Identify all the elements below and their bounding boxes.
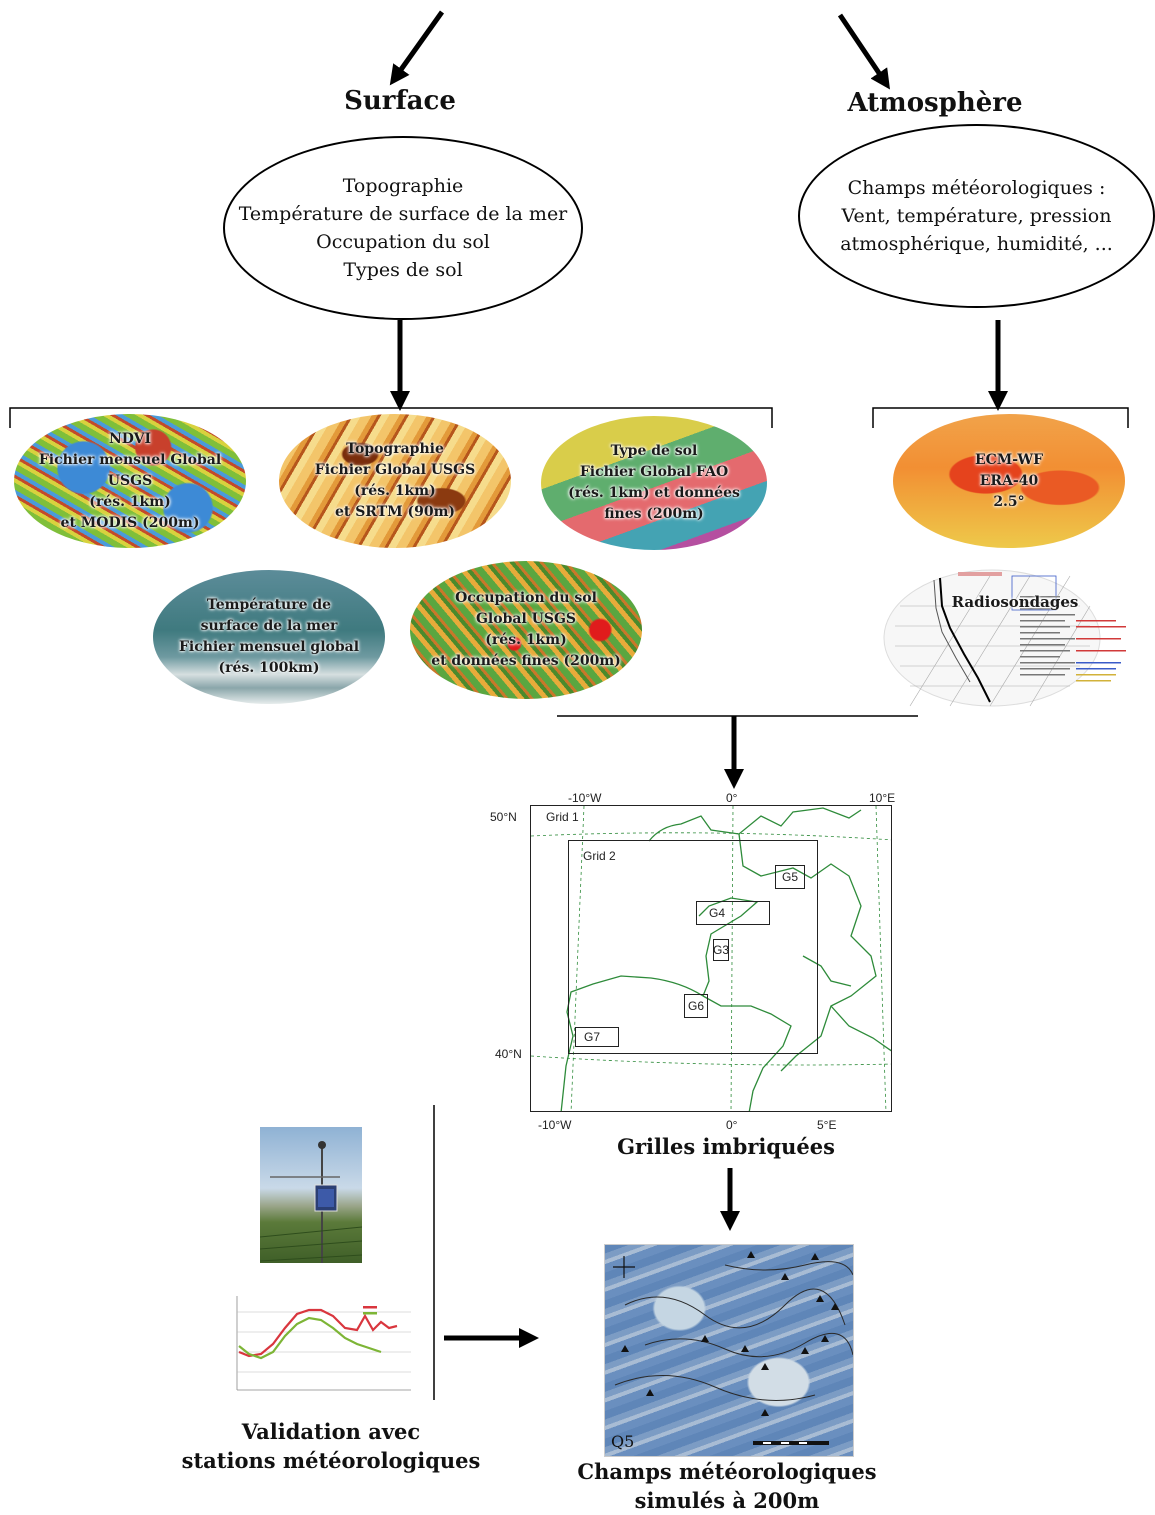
ndvi-line: NDVI bbox=[108, 430, 152, 447]
landuse-line: Global USGS bbox=[475, 611, 577, 627]
panel-label: Q5 bbox=[611, 1432, 635, 1451]
grid-g5-label: G5 bbox=[781, 870, 798, 884]
surface-item: Occupation du sol bbox=[316, 231, 490, 253]
surface-inputs: Topographie Température de surface de la… bbox=[223, 136, 583, 320]
output-caption: Champs météorologiques simulés à 200m bbox=[566, 1457, 888, 1515]
ecmwf-line: 2.5° bbox=[993, 493, 1025, 510]
topo-dataset: Topographie Fichier Global USGS (rés. 1k… bbox=[279, 414, 511, 548]
map-coastlines bbox=[531, 806, 891, 1111]
validation-chart-svg bbox=[236, 1296, 411, 1391]
ndvi-line: et MODIS (200m) bbox=[60, 514, 200, 531]
atmosphere-inputs: Champs météorologiques : Vent, températu… bbox=[798, 124, 1155, 308]
ndvi-line: Fichier mensuel Global bbox=[38, 451, 222, 468]
grid-2-label: Grid 2 bbox=[583, 849, 616, 863]
ndvi-line: (rés. 1km) bbox=[89, 493, 171, 510]
map-caption: Grilles imbriquées bbox=[617, 1134, 835, 1159]
map-top-tick: -10°W bbox=[568, 791, 602, 805]
topo-line: et SRTM (90m) bbox=[334, 504, 456, 520]
grid-g3-label: G3 bbox=[713, 943, 730, 957]
sst-line: (rés. 100km) bbox=[218, 660, 320, 676]
sst-line: Température de bbox=[206, 597, 332, 613]
atmosphere-item: atmosphérique, humidité, ... bbox=[840, 233, 1113, 255]
grid-1-label: Grid 1 bbox=[546, 810, 579, 824]
validation-caption-line: Validation avec bbox=[241, 1419, 421, 1444]
map-bottom-tick: 0° bbox=[726, 1118, 738, 1132]
sst-line: Fichier mensuel global bbox=[178, 639, 360, 655]
sst-dataset: Température de surface de la mer Fichier… bbox=[153, 570, 385, 704]
soil-line: fines (200m) bbox=[604, 506, 704, 522]
grid-g6-label: G6 bbox=[687, 999, 704, 1013]
map-bottom-tick: -10°W bbox=[538, 1118, 572, 1132]
atmosphere-title: Atmosphère bbox=[847, 88, 1023, 118]
map-top-tick: 0° bbox=[726, 791, 738, 805]
atmos-bracket bbox=[872, 407, 1129, 428]
map-bottom-tick: 5°E bbox=[817, 1118, 837, 1132]
atmosphere-item: Vent, température, pression bbox=[841, 205, 1112, 227]
arrow-to-atmosphere bbox=[837, 13, 891, 90]
simulated-field-map: Q5 bbox=[604, 1244, 854, 1457]
contour-lines bbox=[613, 1251, 853, 1445]
surface-item: Types de sol bbox=[343, 259, 463, 281]
soil-dataset: Type de sol Fichier Global FAO (rés. 1km… bbox=[541, 416, 767, 550]
grid-g7-label: G7 bbox=[584, 1030, 601, 1044]
station-mast bbox=[260, 1141, 362, 1263]
map-left-tick: 40°N bbox=[495, 1047, 522, 1061]
landuse-line: (rés. 1km) bbox=[485, 632, 567, 648]
grid-g7-box[interactable]: G7 bbox=[575, 1027, 619, 1047]
ecmwf-line: ECM-WF bbox=[974, 451, 1044, 468]
ndvi-dataset: NDVI Fichier mensuel Global USGS (rés. 1… bbox=[14, 414, 246, 548]
landuse-line: Occupation du sol bbox=[455, 590, 597, 606]
radiosonde-label: Radiosondages bbox=[951, 593, 1079, 611]
ecmwf-line: ERA-40 bbox=[979, 472, 1039, 489]
atmosphere-item: Champs météorologiques : bbox=[847, 177, 1106, 199]
weather-station-photo bbox=[260, 1127, 362, 1263]
topo-line: Fichier Global USGS bbox=[314, 462, 476, 478]
topo-line: Topographie bbox=[346, 441, 444, 457]
soil-line: Type de sol bbox=[610, 443, 698, 459]
grid-g3-box[interactable]: G3 bbox=[713, 939, 729, 961]
sst-line: surface de la mer bbox=[200, 618, 338, 634]
soil-line: (rés. 1km) et données bbox=[568, 485, 740, 501]
grid-g5-box[interactable]: G5 bbox=[775, 865, 805, 889]
radiosonde-panel: Radiosondages bbox=[880, 566, 1146, 712]
surface-item: Topographie bbox=[342, 175, 464, 197]
ndvi-line: USGS bbox=[107, 472, 153, 489]
grid-2-box: Grid 2 bbox=[568, 840, 818, 1054]
skew-t-diagram bbox=[883, 569, 1126, 707]
grid-g4-box[interactable]: G4 bbox=[696, 901, 770, 925]
validation-caption: Validation avec stations météorologiques bbox=[176, 1417, 486, 1475]
output-caption-line: simulés à 200m bbox=[634, 1488, 820, 1513]
grid-g4-label: G4 bbox=[709, 906, 726, 920]
validation-caption-line: stations météorologiques bbox=[181, 1448, 481, 1473]
output-caption-line: Champs météorologiques bbox=[577, 1459, 877, 1484]
map-top-tick: 10°E bbox=[869, 791, 896, 805]
validation-chart bbox=[225, 1292, 415, 1400]
topo-line: (rés. 1km) bbox=[354, 483, 436, 499]
surface-title: Surface bbox=[344, 86, 456, 116]
ecmwf-dataset: ECM-WF ERA-40 2.5° bbox=[893, 414, 1125, 548]
arrow-to-surface bbox=[389, 10, 445, 86]
grid-g6-box[interactable]: G6 bbox=[684, 994, 708, 1018]
nested-grid-map: Grid 1 Grid 2 G3 G4 G5 G6 G7 bbox=[530, 805, 892, 1112]
surface-bracket bbox=[9, 407, 773, 428]
series-simulated bbox=[238, 1316, 382, 1360]
landuse-line: et données fines (200m) bbox=[431, 653, 621, 669]
series-observed bbox=[238, 1308, 398, 1358]
map-left-tick: 50°N bbox=[490, 810, 517, 824]
landuse-dataset: Occupation du sol Global USGS (rés. 1km)… bbox=[410, 561, 642, 699]
soil-line: Fichier Global FAO bbox=[579, 464, 729, 480]
surface-item: Température de surface de la mer bbox=[238, 203, 568, 225]
